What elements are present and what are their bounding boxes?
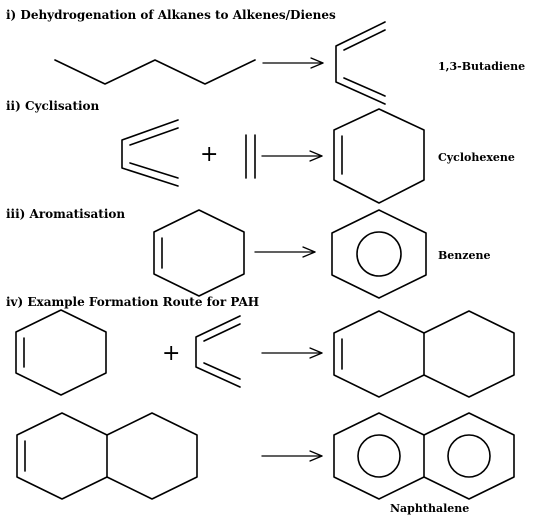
ethylene-structure xyxy=(245,134,256,179)
benzene-label: Benzene xyxy=(438,249,491,262)
section-2-heading: ii) Cyclisation xyxy=(6,99,100,113)
pentane-chain xyxy=(54,59,256,85)
butadiene-label: 1,3-Butadiene xyxy=(438,60,525,73)
butadiene-structure xyxy=(195,315,241,388)
section-4-heading: iv) Example Formation Route for PAH xyxy=(6,295,259,309)
reaction-arrow xyxy=(262,57,324,69)
naphthalene-structure xyxy=(333,412,515,500)
cyclohexene-structure xyxy=(153,209,245,297)
plus-sign: + xyxy=(200,142,218,167)
naphthalene-label: Naphthalene xyxy=(390,502,469,515)
reaction-arrow xyxy=(261,347,323,359)
tetrahydronaphthalene-structure xyxy=(333,310,515,398)
benzene-structure xyxy=(331,209,427,299)
butadiene-structure xyxy=(335,21,386,105)
octahydronaphthalene-structure xyxy=(16,412,198,500)
reaction-arrow xyxy=(254,246,316,258)
reaction-arrow xyxy=(261,150,323,162)
cyclohexene-structure xyxy=(15,309,107,396)
plus-sign: + xyxy=(162,341,180,366)
cyclohexene-structure xyxy=(333,108,425,204)
section-3-heading: iii) Aromatisation xyxy=(6,207,125,221)
butadiene-structure xyxy=(121,119,179,187)
reaction-arrow xyxy=(261,450,323,462)
section-1-heading: i) Dehydrogenation of Alkanes to Alkenes… xyxy=(6,8,336,22)
cyclohexene-label: Cyclohexene xyxy=(438,151,515,164)
